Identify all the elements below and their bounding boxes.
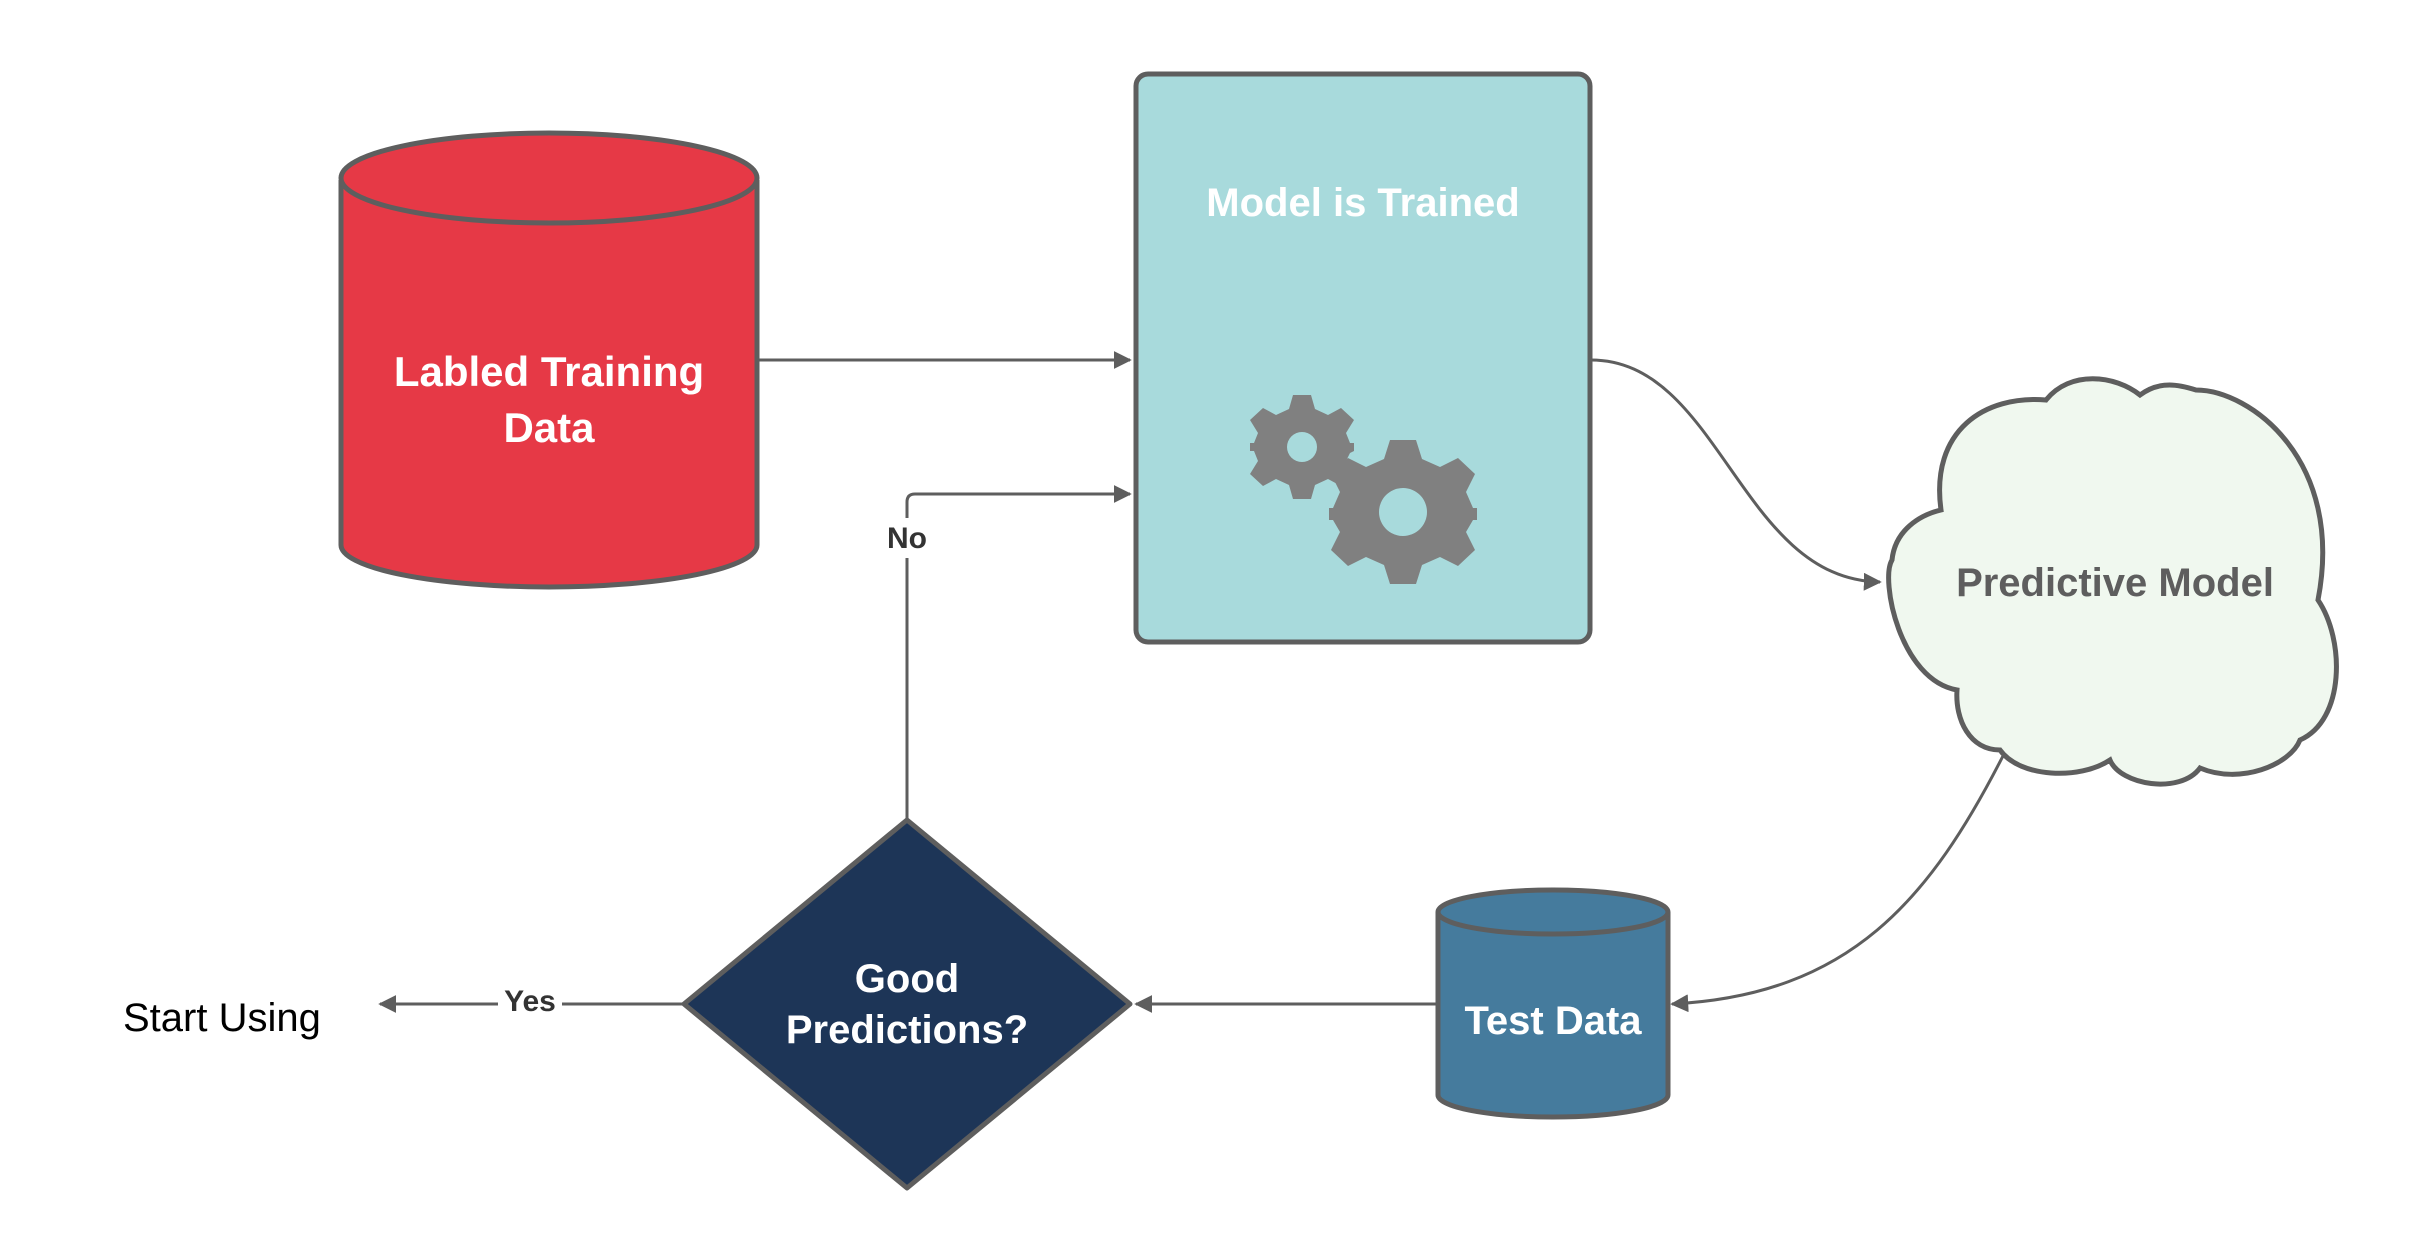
- test-data-cylinder[interactable]: Test Data: [1435, 887, 1671, 1120]
- training-data-cylinder[interactable]: Labled Training Data: [338, 130, 760, 590]
- predictive-model-label: Predictive Model: [1956, 561, 2274, 605]
- edge-label-no: No: [887, 522, 927, 555]
- start-using-label: Start Using: [123, 996, 321, 1040]
- predictive-model-cloud[interactable]: Predictive Model: [1886, 376, 2339, 787]
- decision-label-line2: Predictions?: [786, 1008, 1028, 1052]
- model-trained-box[interactable]: Model is Trained: [1133, 71, 1593, 645]
- decision-label-line1: Good: [855, 957, 959, 1001]
- no-label-bg: [880, 518, 934, 558]
- decision-diamond[interactable]: Good Predictions?: [681, 817, 1133, 1191]
- yes-label-bg: [498, 982, 562, 1022]
- gears-icon: [1250, 395, 1477, 584]
- test-data-label: Test Data: [1464, 999, 1642, 1043]
- edge-model-to-cloud: [1590, 358, 1882, 591]
- edge-cloud-to-test: [1670, 751, 2007, 1013]
- model-trained-label: Model is Trained: [1206, 181, 1519, 225]
- training-data-label-line1: Labled Training: [394, 348, 704, 395]
- training-data-label-line2: Data: [503, 404, 595, 451]
- edge-no-to-model: [905, 485, 1132, 818]
- edge-label-yes: Yes: [504, 985, 556, 1018]
